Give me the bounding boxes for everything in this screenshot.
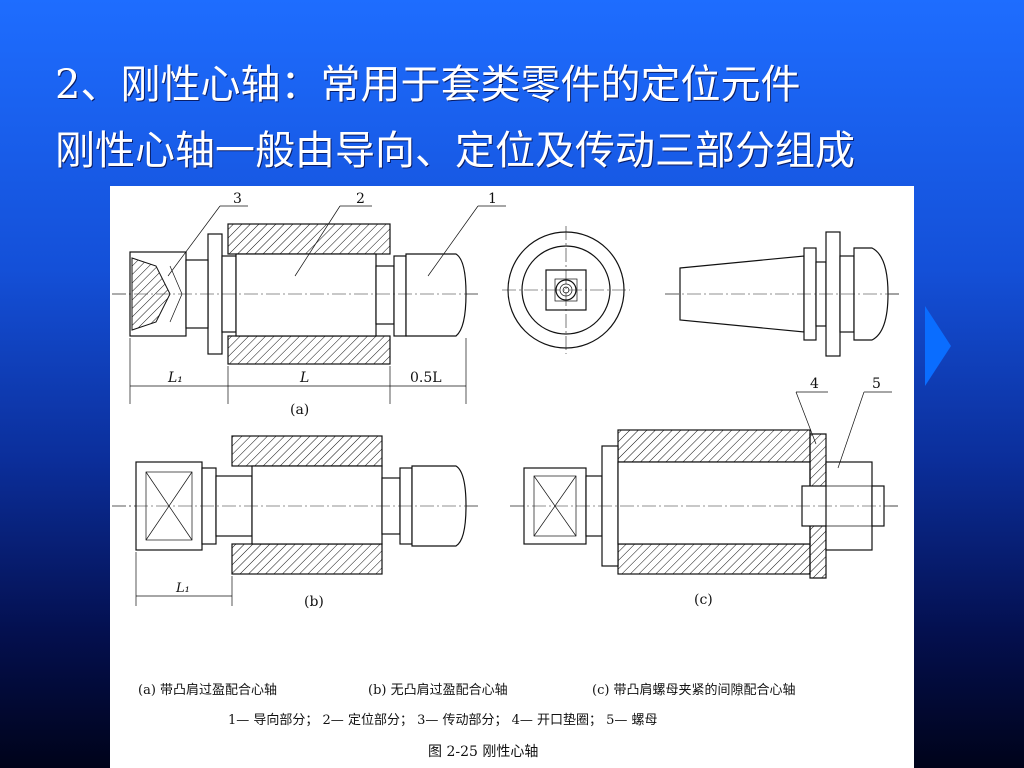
slide-title-line-1: 2、刚性心轴：常用于套类零件的定位元件	[55, 62, 801, 108]
slide-title-line-2: 刚性心轴一般由导向、定位及传动三部分组成	[55, 128, 855, 174]
callout-2: 2	[356, 191, 365, 207]
callout-5: 5	[872, 376, 881, 392]
drawing-b: L₁ (b)	[112, 435, 480, 610]
caption-c: (c) 带凸肩螺母夹紧的间隙配合心轴	[592, 682, 796, 698]
drawing-a: 3 2 1 L₁ L 0.5L (a)	[112, 191, 506, 418]
callout-4: 4	[810, 376, 819, 392]
dim-half-l: 0.5L	[410, 370, 442, 386]
end-view	[502, 226, 630, 354]
caption-b: (b) 无凸肩过盈配合心轴	[368, 682, 508, 698]
callout-1: 1	[488, 191, 497, 207]
dim-l: L	[299, 370, 309, 386]
next-arrow-icon	[925, 306, 951, 386]
caption-a: (a) 带凸肩过盈配合心轴	[138, 682, 277, 698]
label-b: (b)	[304, 594, 324, 610]
callout-3: 3	[233, 191, 242, 207]
label-a: (a)	[290, 402, 309, 418]
mandrel-drawing: 3 2 1 L₁ L 0.5L (a)	[112, 191, 900, 760]
label-c: (c)	[694, 592, 713, 608]
drawing-c: 4 5 (c)	[510, 376, 900, 608]
mandrel-figure: 3 2 1 L₁ L 0.5L (a)	[110, 186, 914, 768]
figure-title: 图 2-25 刚性心轴	[428, 744, 538, 760]
dim-l1-b: L₁	[175, 581, 190, 596]
dim-l1-a: L₁	[167, 370, 183, 386]
parts-legend: 1— 导向部分； 2— 定位部分； 3— 传动部分； 4— 开口垫圈； 5— 螺…	[228, 712, 658, 728]
tapered-mandrel	[665, 231, 900, 357]
